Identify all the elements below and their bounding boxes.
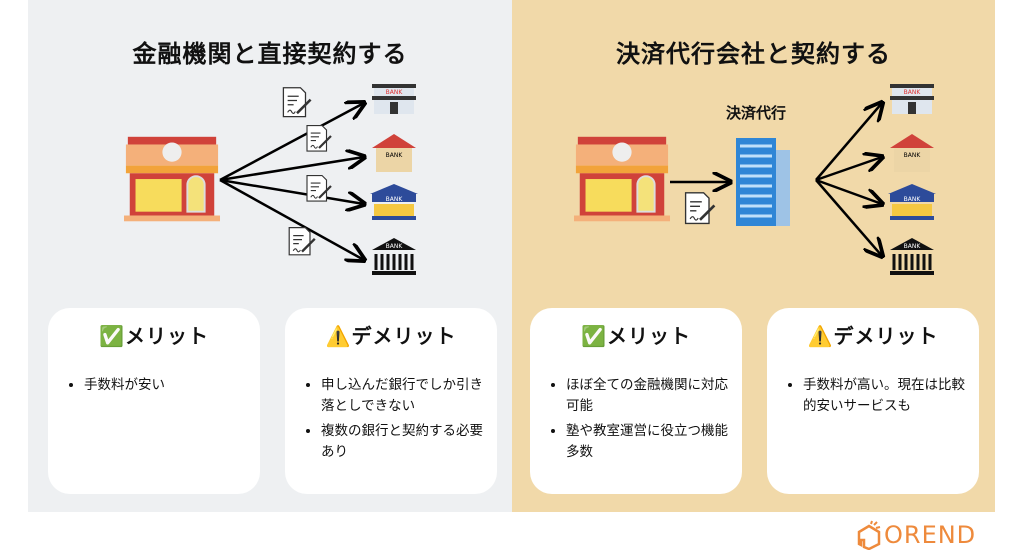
svg-text:BANK: BANK [386,196,404,203]
merit-heading: ✅メリット [581,324,691,348]
bank-icon-4: BANK [890,238,934,275]
contract-icon [282,86,312,118]
demerit-item: 複数の銀行と契約する必要あり [321,421,483,463]
shop-icon [574,136,670,223]
merit-item: 塾や教室運営に役立つ機能多数 [566,421,728,463]
bank-icon-2: BANK [372,134,416,172]
logo-text: OREND [884,521,977,549]
bank-icon-1: BANK [890,84,934,114]
svg-text:BANK: BANK [904,89,922,96]
agent-label: 決済代行 [726,104,787,122]
panel-title: 決済代行会社と契約する [616,40,891,68]
bank-icon-3: BANK [370,184,418,220]
demerit-card: ⚠️デメリット 申し込んだ銀行でしか引き落としできない複数の銀行と契約する必要あ… [285,308,497,494]
demerit-card: ⚠️デメリット 手数料が高い。現在は比較的安いサービスも [767,308,979,494]
svg-text:BANK: BANK [904,243,922,250]
demerit-heading: ⚠️デメリット [325,324,457,348]
merit-card: ✅メリット ほぼ全ての金融機関に対応可能塾や教室運営に役立つ機能多数 [530,308,742,494]
direct-contract-panel: 金融機関と直接契約する BANK BANK BANK BANK ✅メリット 手数… [28,0,512,512]
agent-contract-diagram: BANK BANK BANK BANK [574,84,936,275]
svg-text:BANK: BANK [386,243,404,250]
house-logo-icon [857,520,881,550]
contract-icon [305,124,333,153]
svg-text:BANK: BANK [386,152,404,159]
svg-text:BANK: BANK [904,196,922,203]
bank-icon-1: BANK [372,84,416,114]
contract-icon [684,191,716,225]
demerit-heading: ⚠️デメリット [807,324,939,348]
svg-text:BANK: BANK [904,152,922,159]
bank-icon-4: BANK [372,238,416,275]
demerit-item: 手数料が高い。現在は比較的安いサービスも [803,375,965,417]
direct-contract-diagram: BANK BANK BANK BANK [124,84,418,275]
panel-title: 金融機関と直接契約する [132,40,408,68]
agent-contract-panel: 決済代行会社と契約する 決済代行 BANK BANK BANK BANK ✅メリ… [512,0,995,512]
bank-icon-3: BANK [888,184,936,220]
svg-text:BANK: BANK [386,89,404,96]
demerit-item: 申し込んだ銀行でしか引き落としできない [321,375,483,417]
merit-item: 手数料が安い [84,375,246,396]
merit-heading: ✅メリット [99,324,209,348]
merit-item: ほぼ全ての金融機関に対応可能 [566,375,728,417]
bank-icon-2: BANK [890,134,934,172]
merit-card: ✅メリット 手数料が安い [48,308,260,494]
building-icon [736,138,790,226]
shop-icon [124,136,220,223]
orend-logo: OREND [854,520,976,550]
